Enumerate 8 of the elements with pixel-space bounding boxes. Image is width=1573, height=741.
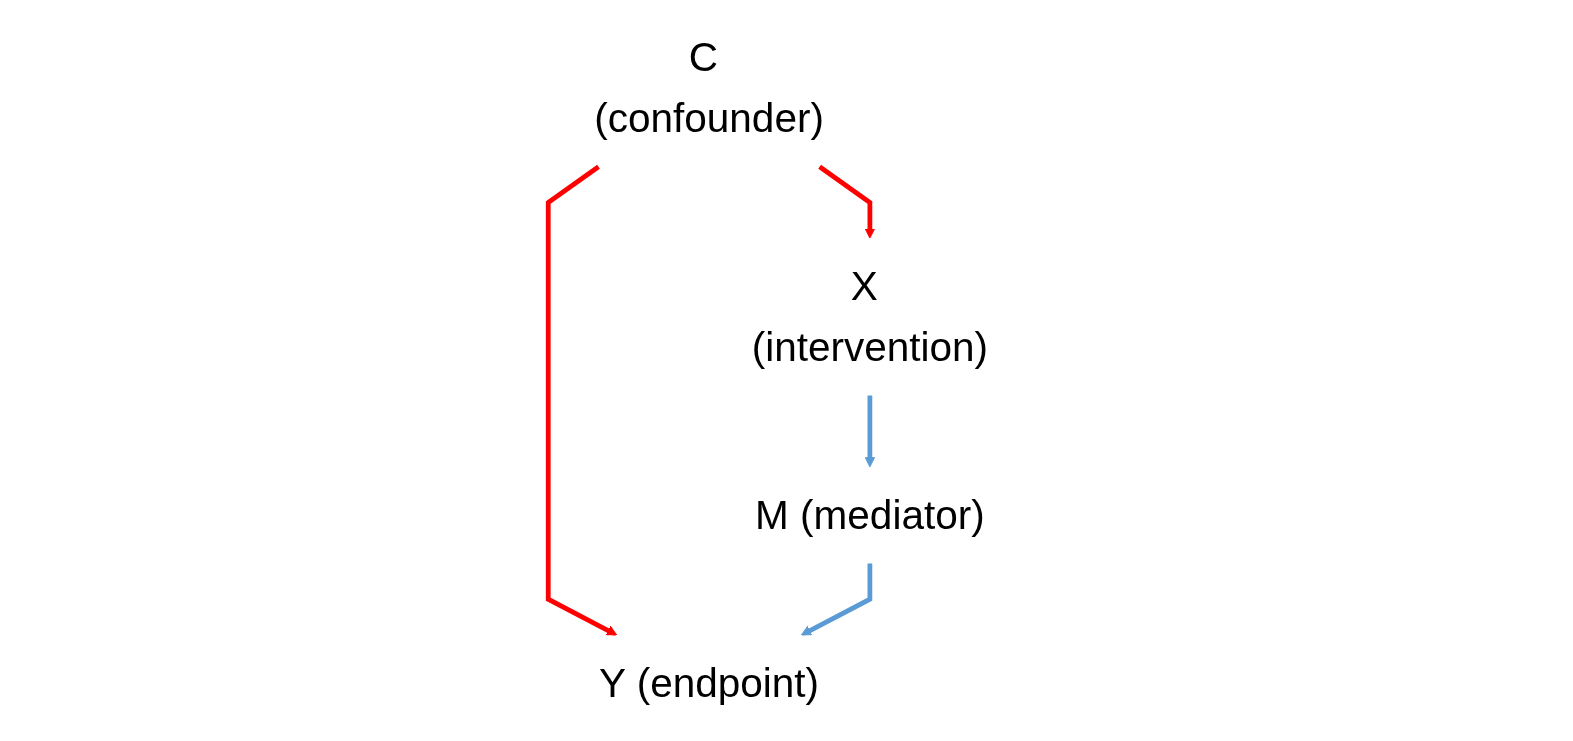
arrow bbox=[818, 164, 876, 239]
node-text: M (mediator) bbox=[755, 492, 985, 538]
arrow bbox=[864, 395, 876, 468]
node-text: X (intervention) bbox=[751, 263, 989, 370]
node-text: C (confounder) bbox=[594, 34, 824, 141]
node-text: Y (endpoint) bbox=[599, 659, 820, 706]
arrow bbox=[801, 563, 873, 636]
arrow bbox=[545, 164, 618, 636]
